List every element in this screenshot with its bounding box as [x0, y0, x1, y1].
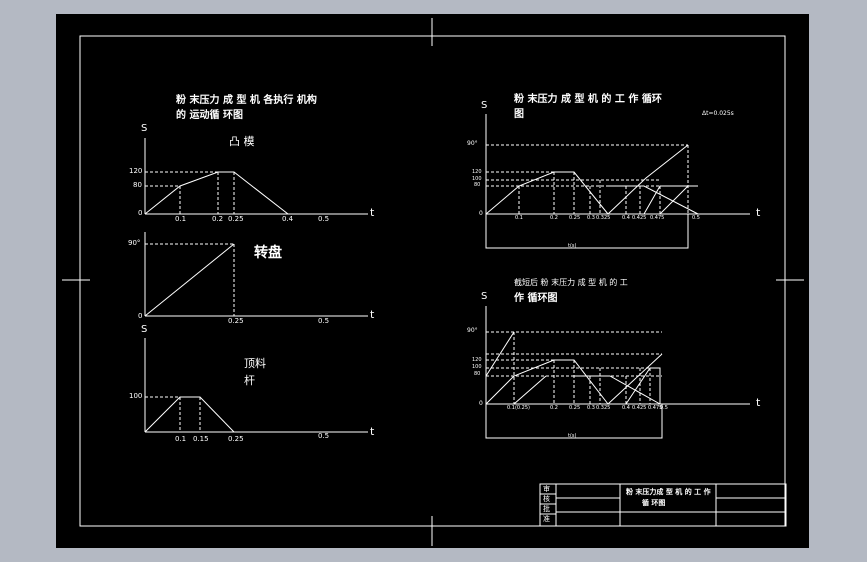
drawing-sheet	[56, 14, 809, 548]
left-title-line1: 粉 末压力 成 型 机 各执行 机构	[176, 95, 317, 106]
punch-t-label: t	[370, 206, 375, 219]
title-block-side: 审	[543, 485, 550, 493]
cut-y-tick: 120	[472, 357, 482, 363]
ejector-t-label: t	[370, 425, 375, 438]
ejector-x-tick: 0.1	[175, 435, 187, 443]
cycle-x-tick: 0.4	[622, 215, 630, 221]
ejector-name: 顶料	[244, 357, 266, 370]
title-block-title-line1: 粉 末压力成 型 机 的 工 作	[626, 488, 711, 496]
punch-y-tick: 0	[138, 209, 143, 217]
cut-x-tick: 0.4	[622, 405, 630, 411]
cycle-t-label: t	[756, 206, 761, 219]
cycle-y-tick: 80	[474, 182, 481, 188]
title-block-side: 核	[543, 495, 550, 503]
chart-cycle	[485, 114, 750, 249]
punch-name: 凸 模	[229, 135, 255, 148]
punch-y-tick: 120	[129, 167, 143, 175]
punch-y-tick: 80	[133, 181, 142, 189]
ejector-s-label: S	[141, 324, 148, 335]
cycle-s-label: S	[481, 100, 488, 111]
cycle-y-tick: 120	[472, 169, 482, 175]
cycle-x-tick: 0.425	[632, 215, 647, 221]
punch-x-tick: 0.5	[318, 215, 330, 223]
title-block-side: 批	[543, 505, 550, 513]
cycle-x-tick: 0.25	[569, 215, 581, 221]
right-title-line2: 图	[514, 109, 524, 120]
punch-x-tick: 0.25	[228, 215, 244, 223]
title-block-title-line2: 循 环图	[642, 499, 666, 507]
ejector-x-tick: 0.25	[228, 435, 244, 443]
cut-x-tick: 0.425	[632, 405, 647, 411]
cycle-x-tick: 0.5	[692, 215, 700, 221]
ejector-x-tick: 0.5	[318, 432, 330, 440]
chart-table	[144, 232, 368, 317]
cut-x-tick: 0.2	[550, 405, 558, 411]
punch-x-tick: 0.4	[282, 215, 294, 223]
cut-x-tick: 0.25	[569, 405, 581, 411]
title-block-lines	[539, 483, 787, 527]
cycle-x-tick: 0.3	[587, 215, 595, 221]
punch-s-label: S	[141, 123, 148, 134]
cut-y-tick: 100	[472, 364, 482, 370]
ejector-name: 杆	[244, 374, 255, 387]
punch-x-tick: 0.1	[175, 215, 187, 223]
table-y-tick: 90°	[128, 239, 141, 247]
ejector-x-tick: 0.15	[193, 435, 209, 443]
cut-y-tick: 0	[479, 400, 483, 407]
cut-y-tick: 80	[474, 371, 481, 377]
cycle-x-tick: 0.1	[515, 215, 523, 221]
table-x-tick: 0.25	[228, 317, 244, 325]
chart-ejector	[144, 338, 368, 433]
cycle-x-tick: 0.325	[596, 215, 611, 221]
cycle-y-tick: 0	[479, 210, 483, 217]
cycle-x-tick: 0.2	[550, 215, 558, 221]
cycle-y-tick: 90°	[467, 140, 478, 147]
chart-punch	[144, 138, 368, 215]
cut-t-label: t	[756, 396, 761, 409]
cycle-x-tick: 0.475	[650, 215, 665, 221]
ejector-y-tick: 100	[129, 392, 143, 400]
cut-x-tick: 0.325	[596, 405, 611, 411]
chart-cut	[485, 306, 750, 439]
cut-title-line1: 截短后 粉 末压力 成 型 机 的 工	[514, 278, 628, 287]
punch-x-tick: 0.2	[212, 215, 224, 223]
title-block-side: 准	[543, 515, 550, 523]
cut-y-tick: 90°	[467, 327, 478, 334]
cycle-y-tick: 100	[472, 176, 482, 182]
cut-title-line2: 作 循环图	[514, 293, 558, 304]
left-title-line2: 的 运动循 环图	[176, 110, 243, 121]
cycle-bottom-label: t(s)	[568, 243, 577, 249]
table-x-tick: 0.5	[318, 317, 330, 325]
cut-x-tick: 0.1(0.25)	[507, 405, 530, 411]
cut-bottom-label: t(s)	[568, 433, 577, 439]
table-name: 转盘	[254, 245, 282, 261]
table-y-tick: 0	[138, 312, 143, 320]
cut-s-label: S	[481, 291, 488, 302]
cut-x-tick: 0.475	[648, 405, 663, 411]
table-t-label: t	[370, 308, 375, 321]
cut-x-tick: 0.3	[587, 405, 595, 411]
right-note: Δt=0.025s	[702, 110, 734, 117]
right-title-line1: 粉 末压力 成 型 机 的 工 作 循环	[514, 94, 662, 105]
cut-x-tick: 0.5	[660, 405, 668, 411]
